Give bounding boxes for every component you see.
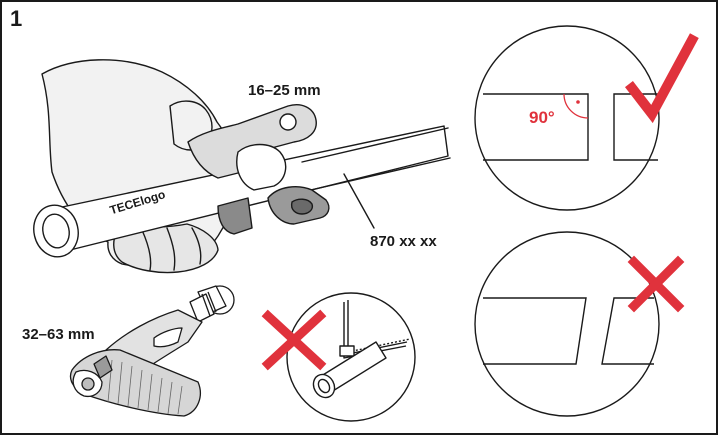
large-pipe-cutter — [69, 285, 235, 417]
part-number-leader — [343, 173, 375, 229]
article-number-label: 870 xx xx — [370, 233, 437, 250]
cross-icon — [627, 255, 685, 313]
step-number: 1 — [10, 6, 23, 31]
cross-icon — [261, 309, 327, 371]
hand-holding-cutter — [33, 59, 451, 274]
small-cutter-size-label: 16–25 mm — [248, 82, 321, 99]
incorrect-cut-detail — [474, 231, 660, 417]
small-cutter-jaw — [236, 143, 287, 191]
large-cutter-size-label: 32–63 mm — [22, 326, 95, 343]
right-angle-label: 90° — [529, 108, 555, 127]
checkmark-icon — [624, 33, 699, 124]
hacksaw-detail — [286, 292, 416, 422]
small-cutter-handle — [217, 197, 253, 235]
correct-cut-detail — [474, 25, 660, 211]
glove-fingers — [113, 223, 219, 274]
